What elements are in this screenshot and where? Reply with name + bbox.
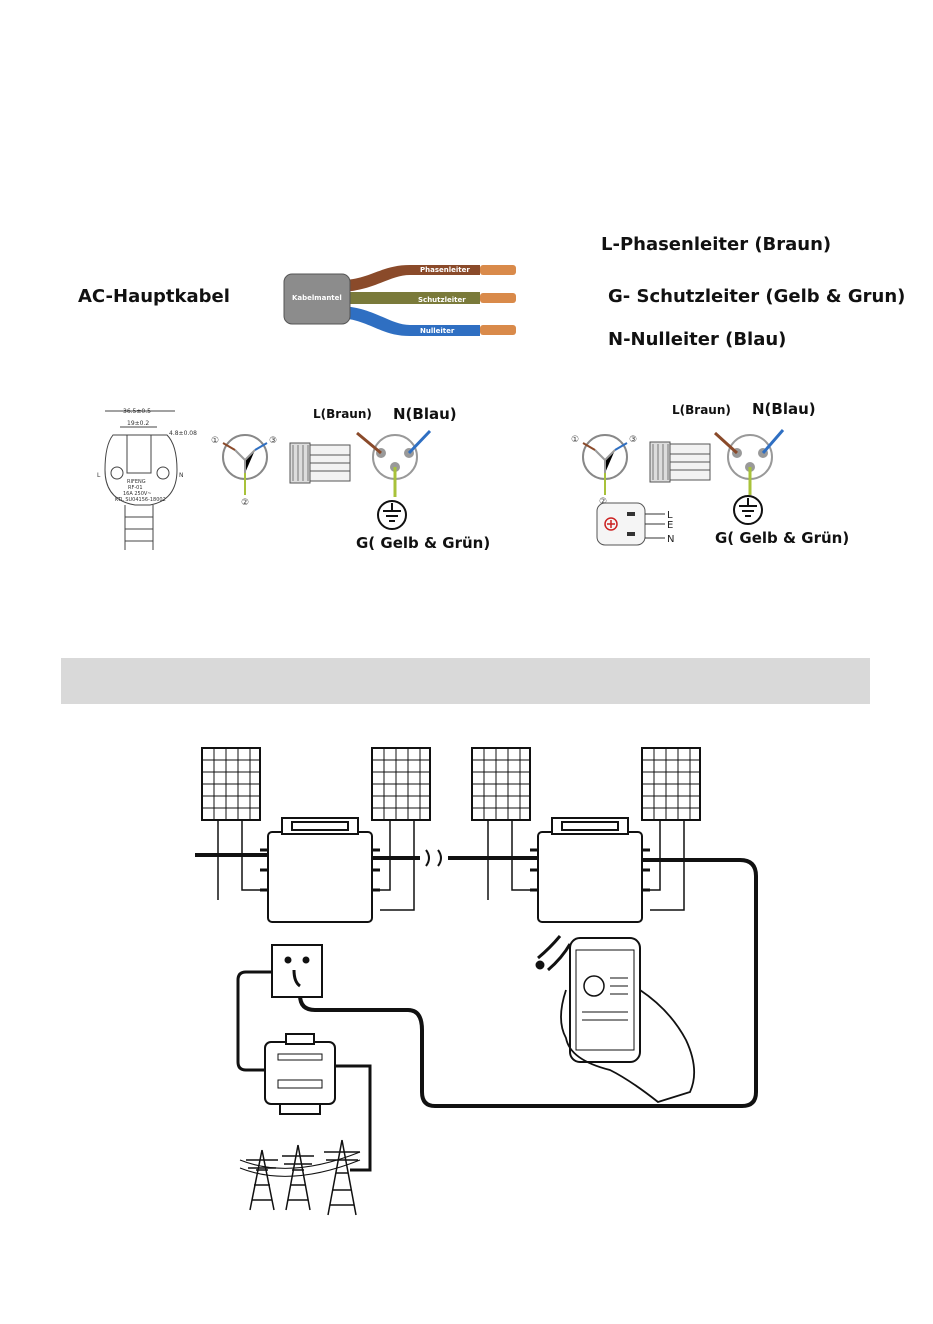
pin-1-label: ① xyxy=(571,435,579,445)
legend-neutral: N-Nulleiter (Blau) xyxy=(608,329,786,350)
dim-inner: 19±0.2 xyxy=(127,420,149,427)
solar-panel-icon xyxy=(472,748,530,820)
wire-neutral-label: Nulleiter xyxy=(420,327,455,335)
dim-side: 4.8±0.08 xyxy=(169,430,197,437)
marker-n: N xyxy=(179,472,184,479)
sheath-label: Kabelmantel xyxy=(292,294,342,302)
terminal-n: N xyxy=(667,534,674,545)
terminal-block-right: L E N xyxy=(597,503,674,545)
solar-panel-icon xyxy=(372,748,430,820)
marker-l: L xyxy=(97,472,101,479)
left-l-label: L(Braun) xyxy=(313,407,372,421)
cert: KTL SU04156-18002 xyxy=(115,497,166,503)
inverter-icon xyxy=(260,818,380,922)
terminal-face-left xyxy=(357,431,430,529)
connector-body-right xyxy=(650,442,710,482)
legend-earth: G- Schutzleiter (Gelb & Grun) xyxy=(608,286,905,307)
socket-icon xyxy=(272,945,322,997)
pin-3-label: ③ xyxy=(629,435,637,445)
wire-phase-label: Phasenleiter xyxy=(420,266,470,274)
pin-1-label: ① xyxy=(211,436,219,446)
terminal-e: E xyxy=(667,520,673,531)
meter-icon xyxy=(265,1034,335,1114)
pin-2-label: ② xyxy=(241,498,249,508)
section-bar xyxy=(61,658,870,704)
cable-illustration: Kabelmantel Phasenleiter Schutzleiter Nu… xyxy=(280,250,530,350)
legend-phase: L-Phasenleiter (Braun) xyxy=(601,234,831,255)
smartphone-icon xyxy=(570,938,640,1062)
power-tower-icon xyxy=(240,1140,360,1215)
right-g-label: G( Gelb & Grün) xyxy=(715,529,849,547)
wire-earth-label: Schutzleiter xyxy=(418,296,466,304)
solar-panel-icon xyxy=(642,748,700,820)
ac-main-cable-label: AC-Hauptkabel xyxy=(78,286,230,307)
connector-face-right: ① ② ③ xyxy=(571,435,637,507)
connector-body-left xyxy=(290,443,350,483)
pin-3-label: ③ xyxy=(269,436,277,446)
wifi-icon xyxy=(537,936,570,970)
left-n-label: N(Blau) xyxy=(393,405,457,423)
connector-face-left: ① ② ③ xyxy=(211,435,277,508)
dim-top: 36.5±0.5 xyxy=(123,408,151,415)
system-wiring-diagram xyxy=(190,740,770,1230)
right-n-label: N(Blau) xyxy=(752,400,816,418)
right-l-label: L(Braun) xyxy=(672,403,731,417)
terminal-face-right xyxy=(715,430,783,524)
inverter-icon xyxy=(530,818,650,922)
solar-panel-icon xyxy=(202,748,260,820)
left-g-label: G( Gelb & Grün) xyxy=(356,534,490,552)
